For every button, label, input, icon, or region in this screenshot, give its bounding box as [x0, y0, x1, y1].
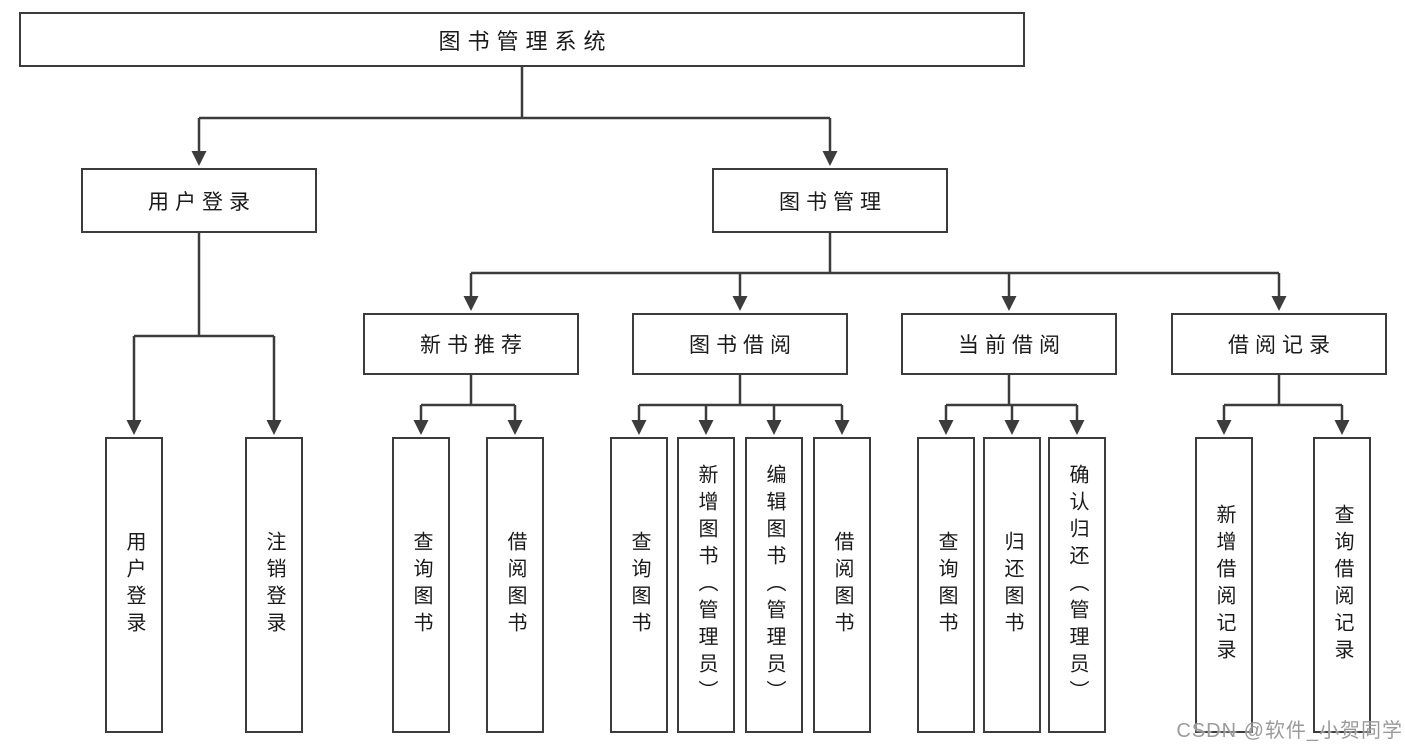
connector-trunks: [134, 67, 1342, 407]
csdn-watermark: CSDN @软件_小贺同学: [1176, 720, 1403, 742]
node-book-management: 图书管理: [712, 168, 948, 233]
leaf-return-books: 归还图书: [983, 437, 1041, 733]
leaf-edit-books-admin: 编辑图书（管理员）: [745, 437, 803, 733]
leaf-query-books-current: 查询图书: [917, 437, 975, 733]
leaf-borrow-books: 借阅图书: [813, 437, 871, 733]
node-current-borrow: 当前借阅: [901, 313, 1117, 375]
node-user-login: 用户登录: [81, 168, 317, 233]
leaf-borrow-books-recommend: 借阅图书: [486, 437, 544, 733]
leaf-query-books-borrow: 查询图书: [610, 437, 668, 733]
leaf-add-books-admin: 新增图书（管理员）: [677, 437, 735, 733]
node-new-book-recommend: 新书推荐: [363, 313, 579, 375]
leaf-query-books-recommend: 查询图书: [392, 437, 450, 733]
node-borrow-records: 借阅记录: [1171, 313, 1387, 375]
leaf-query-borrow-record: 查询借阅记录: [1313, 437, 1371, 733]
node-book-borrow: 图书借阅: [632, 313, 848, 375]
leaf-logout: 注销登录: [245, 437, 303, 733]
leaf-user-login: 用户登录: [105, 437, 163, 733]
node-system-root: 图书管理系统: [19, 12, 1025, 67]
leaf-add-borrow-record: 新增借阅记录: [1195, 437, 1253, 733]
leaf-confirm-return-admin: 确认归还（管理员）: [1048, 437, 1106, 733]
